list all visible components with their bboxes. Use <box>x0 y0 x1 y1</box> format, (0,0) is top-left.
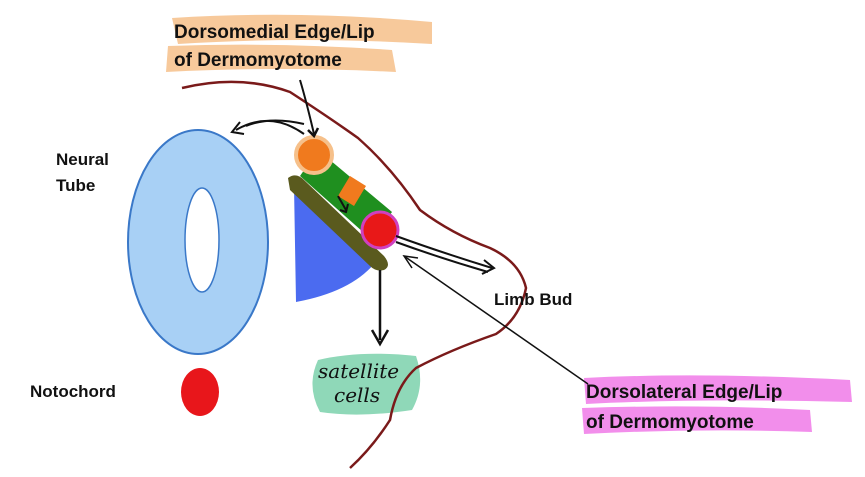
satellite-cells-line1: satellite <box>318 359 399 383</box>
arrow-icon <box>337 195 347 211</box>
arrow-icon <box>230 121 245 135</box>
neural-tube-label-line2: Tube <box>56 176 95 195</box>
arrow-icon <box>245 119 305 127</box>
notochord <box>181 368 219 416</box>
dorsolateral-lip <box>360 210 400 250</box>
dorsolateral-label-line2: of Dermomyotome <box>586 412 754 433</box>
arrow-icon <box>339 203 349 214</box>
dorsolateral-label: Dorsolateral Edge/Lip of Dermomyotome <box>586 382 788 433</box>
dorsolateral-label-line1: Dorsolateral Edge/Lip <box>586 382 782 403</box>
arrow-icon <box>370 329 390 347</box>
dorsomedial-label-line2: of Dermomyotome <box>174 50 342 71</box>
arrow-icon <box>395 235 493 269</box>
neural-canal <box>184 187 220 293</box>
arrow-icon <box>481 259 496 275</box>
satellite-cells-line2: cells <box>334 383 380 407</box>
arrow-icon <box>395 241 489 273</box>
dorsomedial-label-line1: Dorsomedial Edge/Lip <box>174 22 375 43</box>
satellite-cells-highlight <box>312 353 421 415</box>
dorsomedial-label: Dorsomedial Edge/Lip of Dermomyotome <box>174 22 380 71</box>
dorsomedial-label-highlight-2 <box>166 44 396 72</box>
arrow-icon <box>299 79 315 135</box>
limb-bud-label: Limb Bud <box>494 290 572 309</box>
dermomyotome-orange-stripe <box>338 176 366 206</box>
arrow-icon <box>403 255 589 385</box>
dorsolateral-label-highlight <box>584 375 852 404</box>
myotome-band <box>288 175 388 271</box>
ectoderm-outline <box>181 80 528 469</box>
arrow-icon <box>402 255 419 269</box>
neural-tube-label-line1: Neural <box>56 150 109 169</box>
notochord-label: Notochord <box>30 382 116 401</box>
dorsomedial-lip <box>294 135 334 175</box>
dorsomedial-label-highlight <box>172 14 432 45</box>
sclerotome <box>294 186 374 302</box>
satellite-cells-label: satellite cells <box>318 359 405 407</box>
dorsolateral-label-highlight-2 <box>582 406 812 434</box>
arrow-icon <box>307 127 320 139</box>
neural-tube-label: Neural Tube <box>56 150 114 195</box>
